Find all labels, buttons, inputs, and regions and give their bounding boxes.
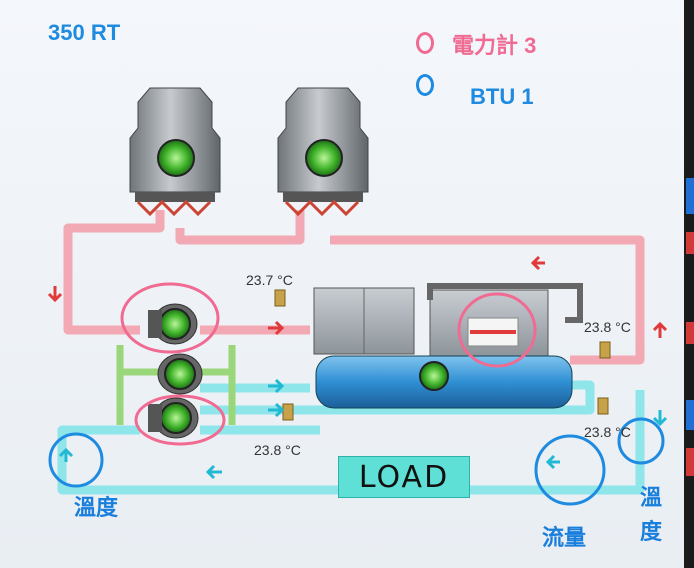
pump-2 — [157, 353, 203, 395]
side-red-tab-2[interactable] — [686, 322, 694, 344]
temp-annotation-right-2: 度 — [640, 519, 663, 544]
side-red-tab[interactable] — [686, 232, 694, 254]
cooling-tower-1 — [129, 87, 221, 217]
monitor-bezel — [684, 0, 694, 568]
capacity-label: 350 RT — [48, 20, 121, 45]
load-block[interactable]: LOAD — [338, 456, 470, 498]
power-meter-legend-icon — [416, 32, 434, 54]
pump-3 — [148, 397, 199, 439]
pump-1 — [148, 303, 198, 345]
cooling-tower-2 — [277, 87, 369, 217]
flow-annotation: 流量 — [542, 525, 587, 550]
flow-arrows — [47, 255, 668, 480]
condenser-return-temp: 23.8 °C — [584, 319, 631, 335]
chilled-return-temp: 23.8 °C — [584, 424, 631, 440]
chilled-supply-temp: 23.8 °C — [254, 442, 301, 458]
side-blue-tab[interactable] — [686, 178, 694, 214]
condenser-supply-temp: 23.7 °C — [246, 272, 293, 288]
temp-annotation-right-1: 溫 — [640, 485, 663, 510]
btu-legend-label: BTU 1 — [470, 84, 534, 109]
condenser-water-pipes — [63, 210, 645, 365]
btu-legend-icon — [416, 74, 434, 96]
temp-annotation-left: 溫度 — [74, 495, 119, 520]
side-red-tab-3[interactable] — [686, 448, 694, 476]
power-meter-legend-label: 電力計 3 — [452, 33, 537, 58]
annotation-circles — [48, 282, 665, 506]
chiller-unit — [313, 283, 583, 409]
temp-sensors — [274, 289, 611, 421]
side-blue-tab-2[interactable] — [686, 400, 694, 430]
